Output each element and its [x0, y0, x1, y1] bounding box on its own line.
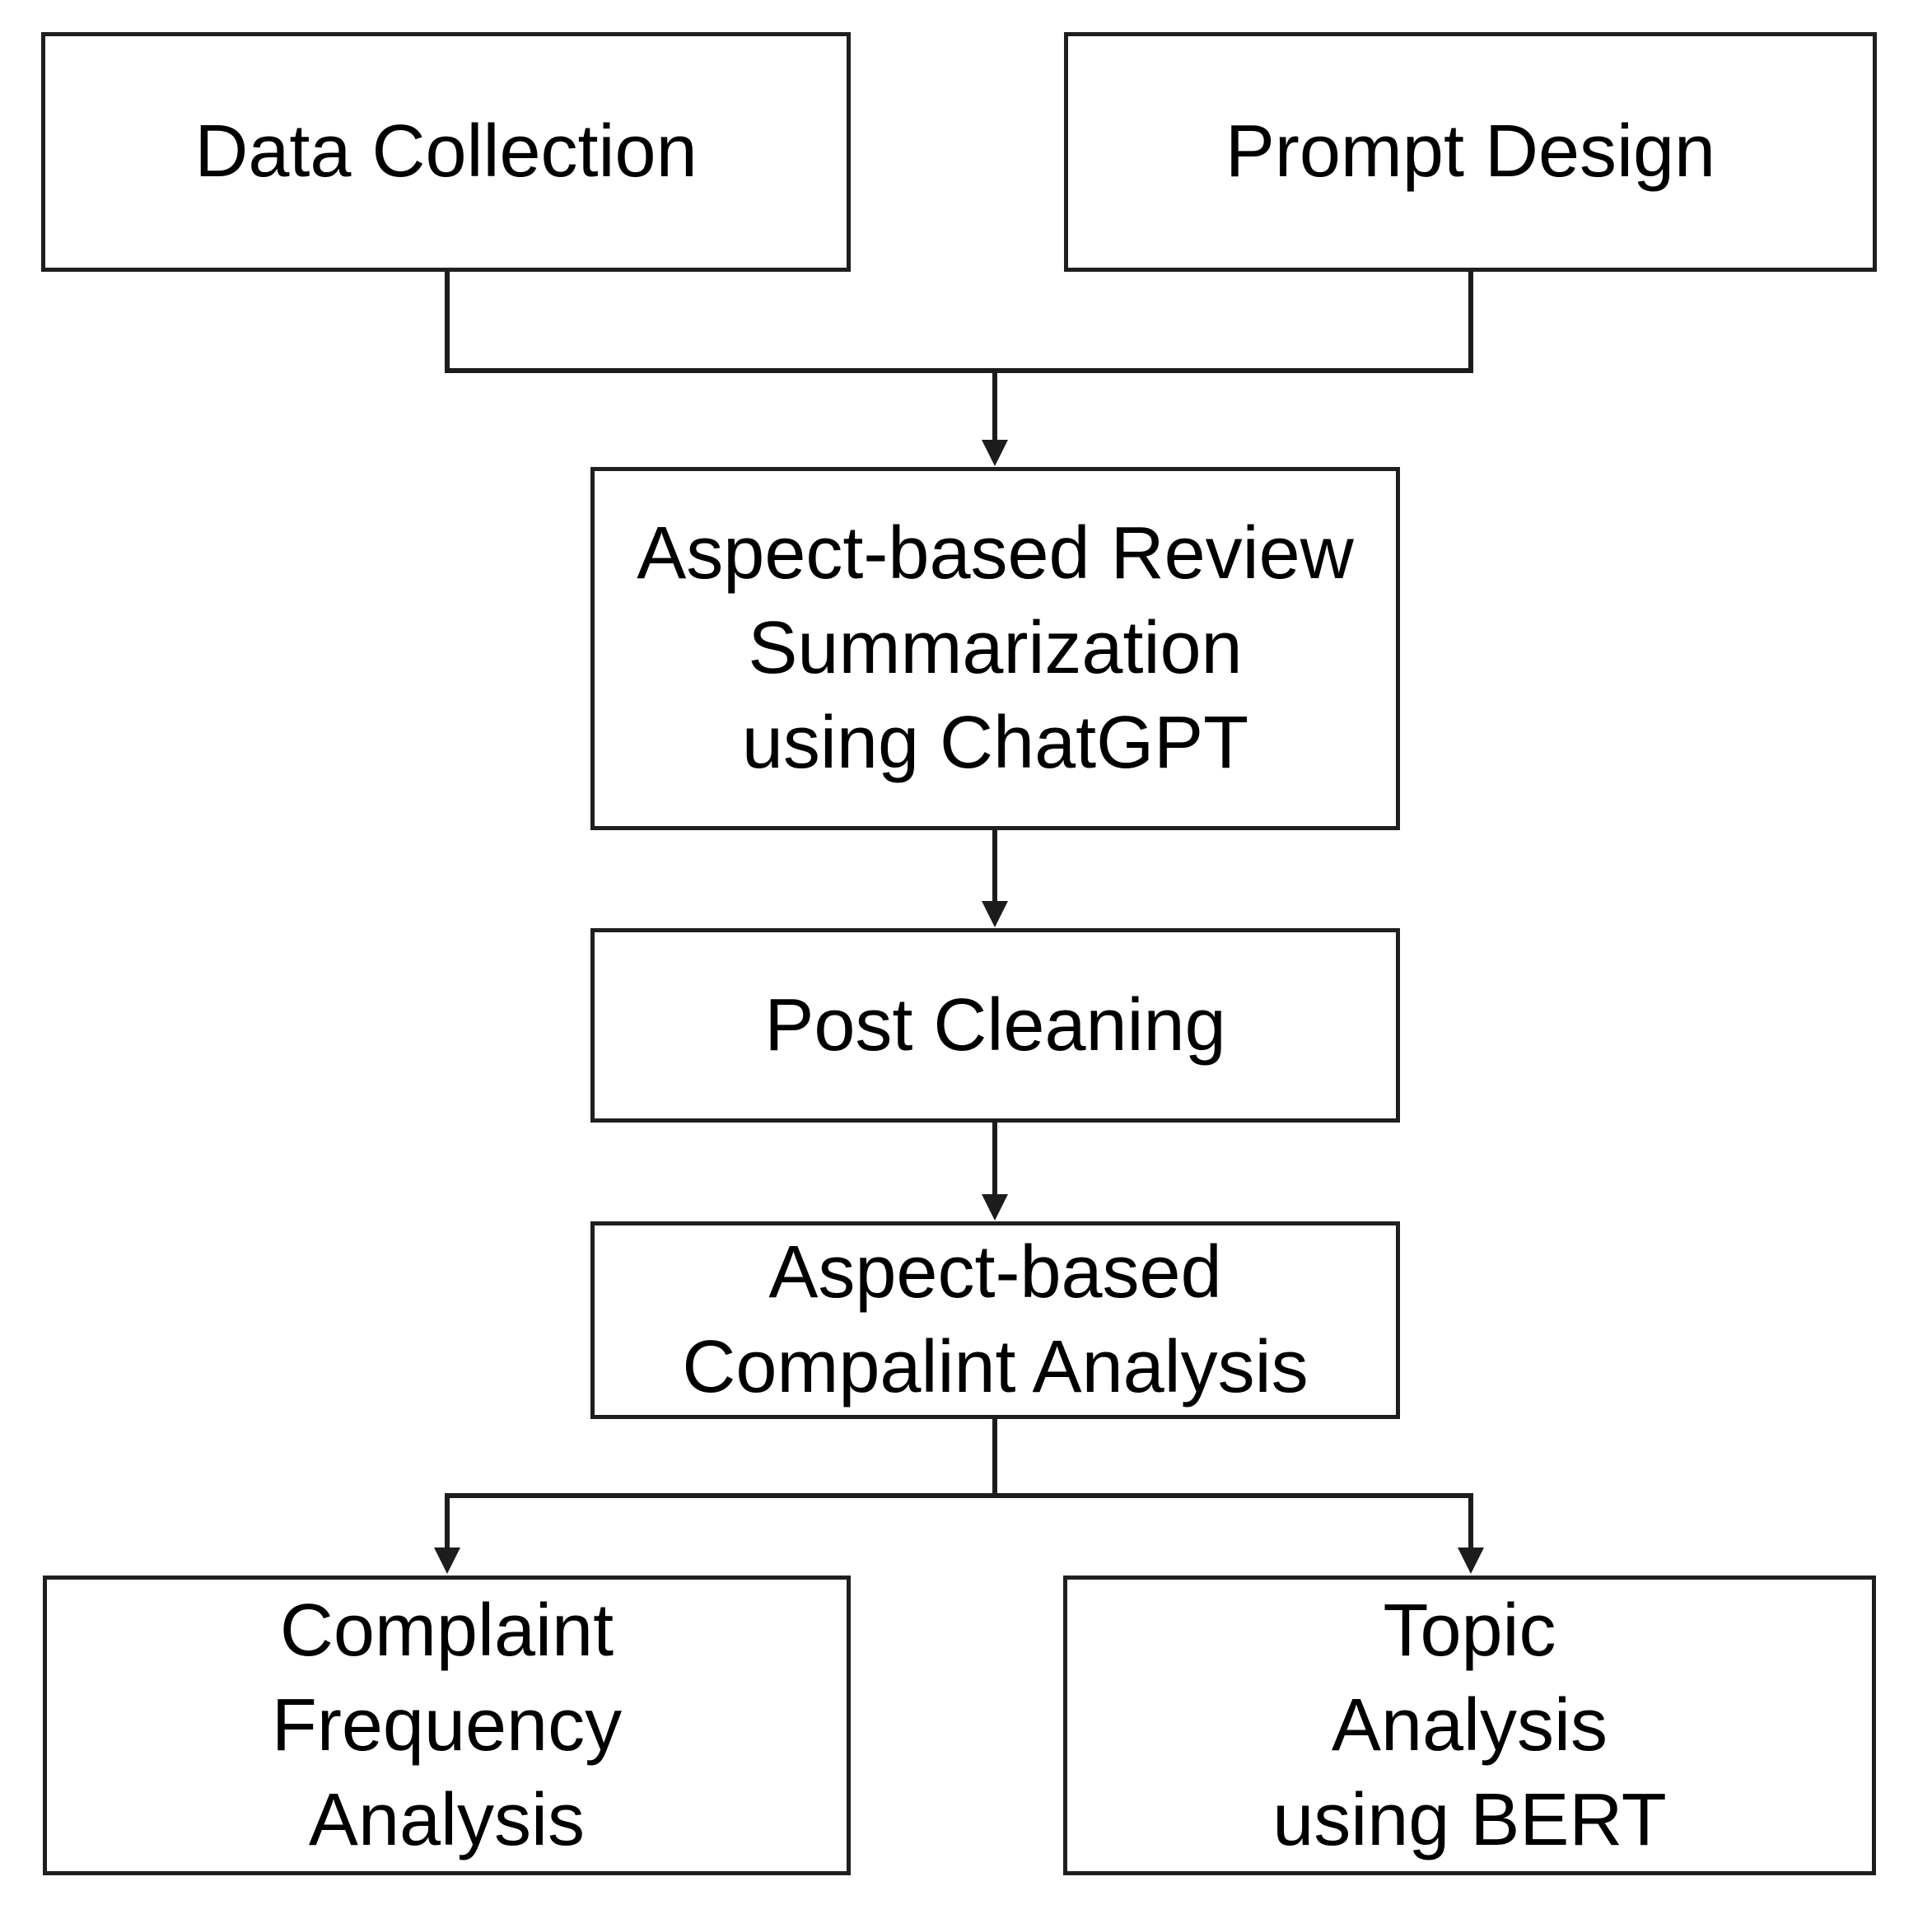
connector-data-collection-down-line: [445, 271, 450, 373]
arrowhead-into-complaint-analysis-icon: [982, 1194, 1008, 1221]
arrowhead-into-topic-analysis-icon: [1458, 1548, 1484, 1574]
connector-branch-to-complaint-frequency-line: [445, 1496, 450, 1549]
node-aspect-based-review-summarization: Aspect-based Review Summarization using …: [590, 467, 1400, 830]
node-prompt-design: Prompt Design: [1064, 32, 1877, 272]
connector-merge-horizontal-line: [445, 368, 1473, 373]
connector-complaint-analysis-down-line: [992, 1417, 997, 1498]
node-aspect-based-complaint-analysis: Aspect-based Compalint Analysis: [590, 1221, 1400, 1419]
node-post-cleaning: Post Cleaning: [590, 928, 1400, 1123]
connector-post-cleaning-to-complaint-analysis-line: [992, 1121, 997, 1197]
node-post-cleaning-label: Post Cleaning: [764, 983, 1226, 1067]
node-topic-analysis-using-bert: Topic Analysis using BERT: [1063, 1576, 1876, 1875]
node-complaint-frequency-analysis: Complaint Frequency Analysis: [43, 1576, 851, 1875]
connector-summarization-to-post-cleaning-line: [992, 829, 997, 903]
node-data-collection: Data Collection: [41, 32, 851, 272]
arrowhead-into-post-cleaning-icon: [982, 901, 1008, 927]
arrowhead-into-complaint-frequency-icon: [434, 1548, 460, 1574]
connector-branch-to-topic-analysis-line: [1468, 1496, 1473, 1549]
node-aspect-based-complaint-analysis-label: Aspect-based Compalint Analysis: [682, 1231, 1309, 1408]
arrowhead-into-summarization-icon: [982, 440, 1008, 466]
connector-branch-horizontal-line: [445, 1493, 1473, 1498]
node-topic-analysis-using-bert-label: Topic Analysis using BERT: [1272, 1589, 1667, 1861]
node-complaint-frequency-analysis-label: Complaint Frequency Analysis: [271, 1589, 623, 1861]
node-aspect-based-review-summarization-label: Aspect-based Review Summarization using …: [637, 512, 1354, 784]
node-prompt-design-label: Prompt Design: [1225, 110, 1716, 193]
connector-prompt-design-down-line: [1468, 271, 1473, 373]
connector-merge-to-summarization-line: [992, 371, 997, 445]
node-data-collection-label: Data Collection: [194, 110, 698, 193]
